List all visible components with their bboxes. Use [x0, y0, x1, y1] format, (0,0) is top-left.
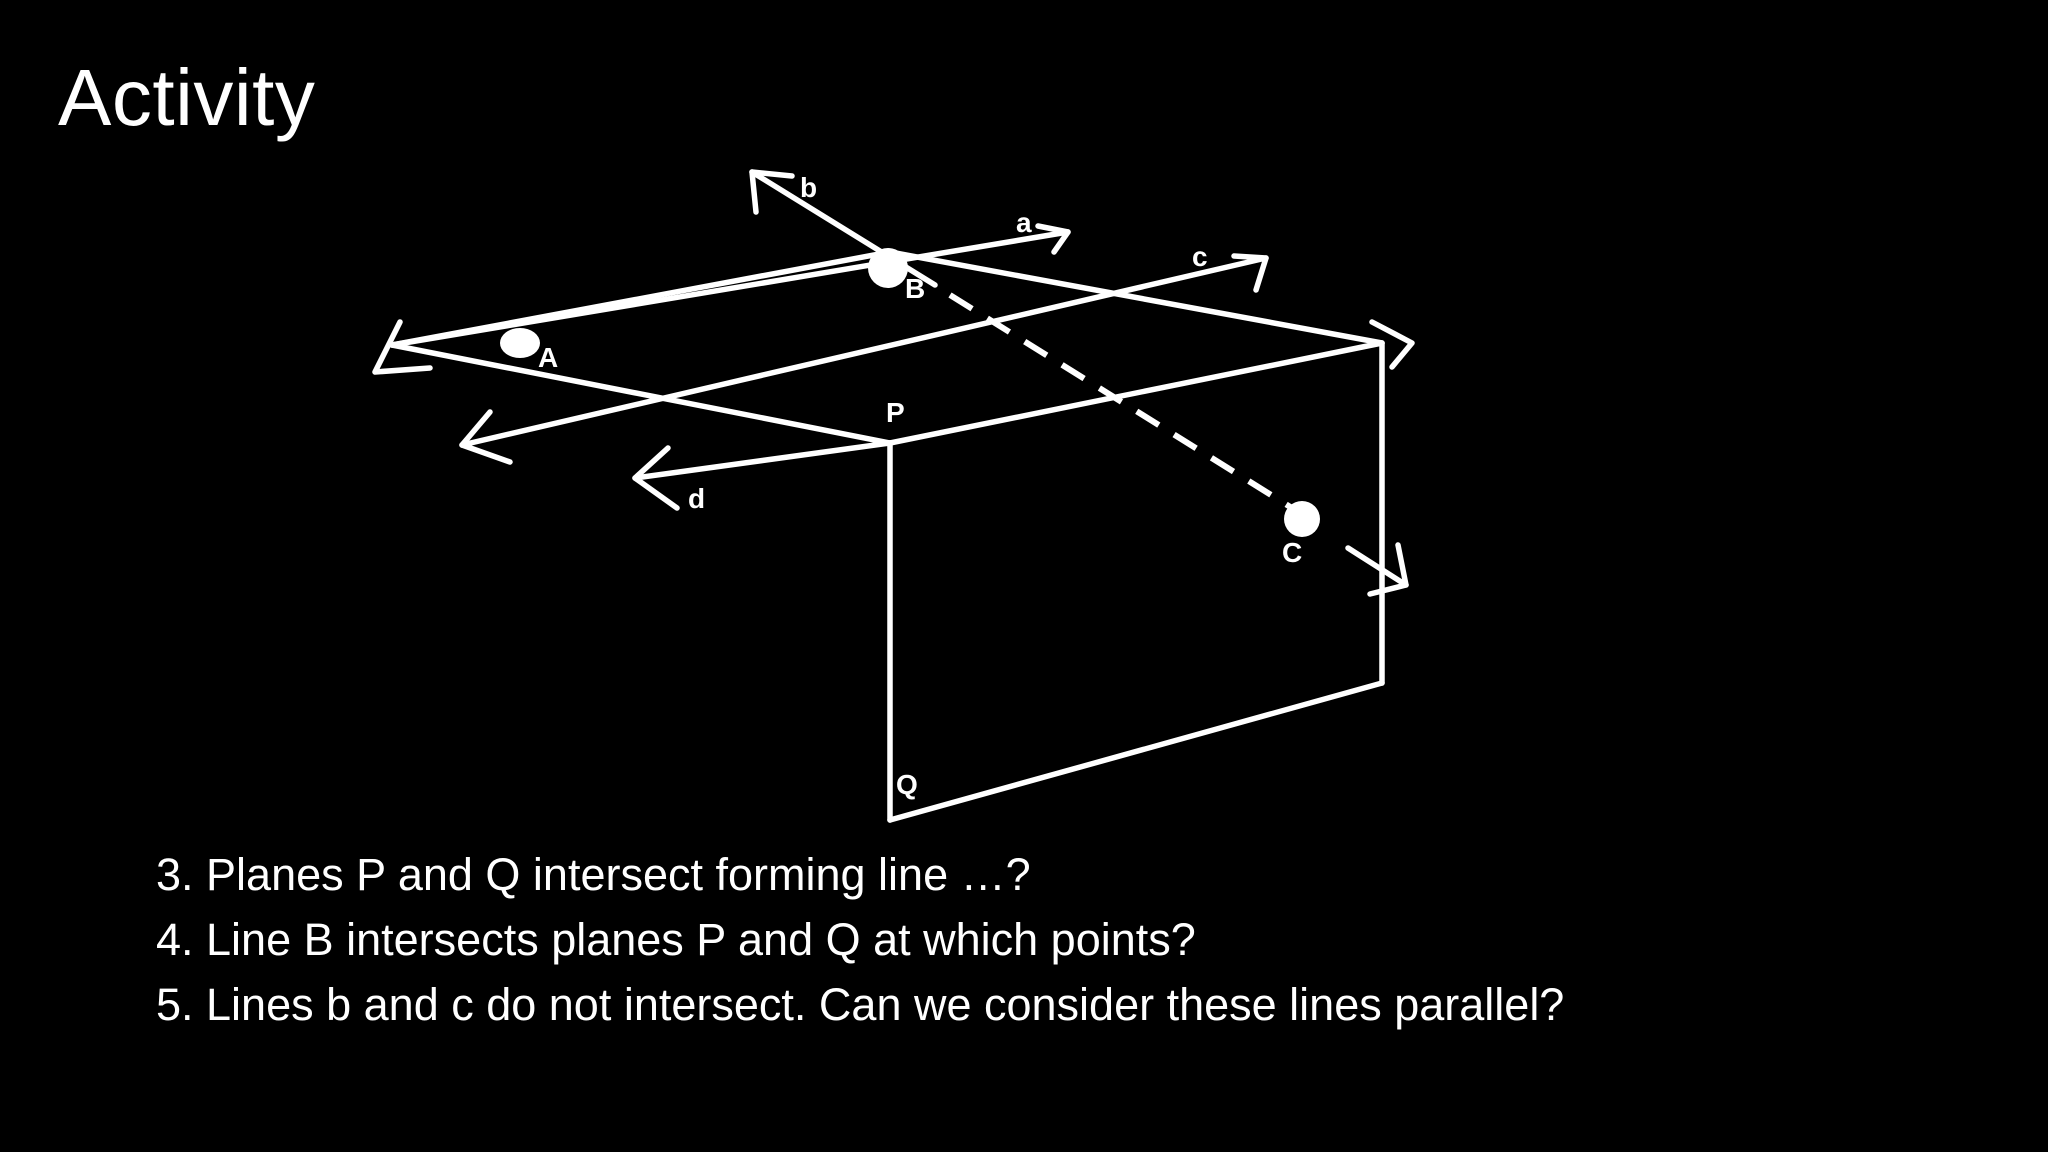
question-item: 4. Line B intersects planes P and Q at w…	[156, 914, 1196, 965]
label-point-a: A	[538, 342, 558, 373]
corner-arrow-right	[1369, 319, 1415, 370]
point-b	[868, 248, 908, 288]
line-b-arrow	[1367, 542, 1409, 597]
point-a	[500, 328, 540, 358]
label-point-b: B	[905, 273, 925, 304]
label-line-c: c	[1192, 241, 1208, 272]
plane-q	[887, 340, 1385, 823]
label-plane-p: P	[886, 397, 905, 428]
corner-arrow-left	[372, 319, 433, 375]
label-line-d: d	[688, 483, 705, 514]
label-line-b: b	[800, 172, 817, 203]
point-c	[1284, 501, 1320, 537]
line-b-dashed	[948, 292, 1302, 516]
label-point-c: C	[1282, 537, 1302, 568]
slide-title: Activity	[58, 53, 316, 142]
question-item: 5. Lines b and c do not intersect. Can w…	[156, 979, 1565, 1030]
question-list: 3. Planes P and Q intersect forming line…	[156, 842, 1564, 1037]
line-a	[389, 223, 1071, 348]
label-line-a: a	[1016, 207, 1032, 238]
label-plane-q: Q	[896, 769, 918, 800]
line-c	[459, 253, 1269, 465]
line-b-dashed-tail	[1345, 545, 1409, 588]
question-item: 3. Planes P and Q intersect forming line…	[156, 849, 1031, 900]
line-d	[632, 440, 893, 511]
